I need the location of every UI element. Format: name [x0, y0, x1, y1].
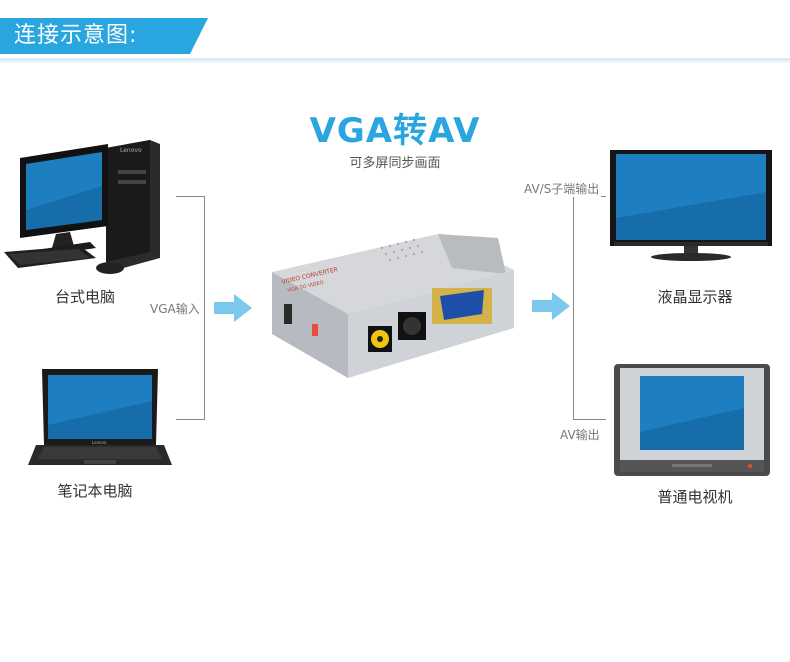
output-arrow-icon [532, 292, 570, 320]
header-divider [0, 58, 790, 61]
header-banner [0, 18, 190, 54]
laptop-brand-text: Lenovo [92, 440, 107, 445]
converter-device-image: VIDEO CONVERTER VGA TO VIDEO [272, 234, 514, 378]
crt-tv-label: 普通电视机 [657, 488, 733, 506]
lcd-monitor-image [610, 150, 772, 261]
desktop-computer-image: Lenovo [4, 140, 160, 274]
output-bracket [573, 196, 606, 420]
av-output-label: AV输出 [558, 426, 602, 443]
desktop-label: 台式电脑 [54, 288, 115, 306]
laptop-image: Lenovo [28, 369, 172, 465]
product-subtitle: 可多屏同步画面 [349, 156, 441, 171]
crt-tv-image [614, 364, 770, 476]
vga-input-label: VGA输入 [148, 300, 202, 317]
header-divider-shadow [0, 61, 790, 63]
desktop-brand-text: Lenovo [120, 147, 142, 154]
input-bracket [176, 196, 205, 420]
laptop-label: 笔记本电脑 [57, 482, 133, 500]
product-title: VGA转AV [309, 111, 481, 151]
lcd-monitor-label: 液晶显示器 [657, 288, 733, 306]
page-title: 连接示意图: [14, 23, 138, 48]
input-arrow-icon [214, 294, 252, 322]
avs-output-label: AV/S子端输出 [522, 180, 602, 197]
header-banner-tail [190, 18, 208, 54]
